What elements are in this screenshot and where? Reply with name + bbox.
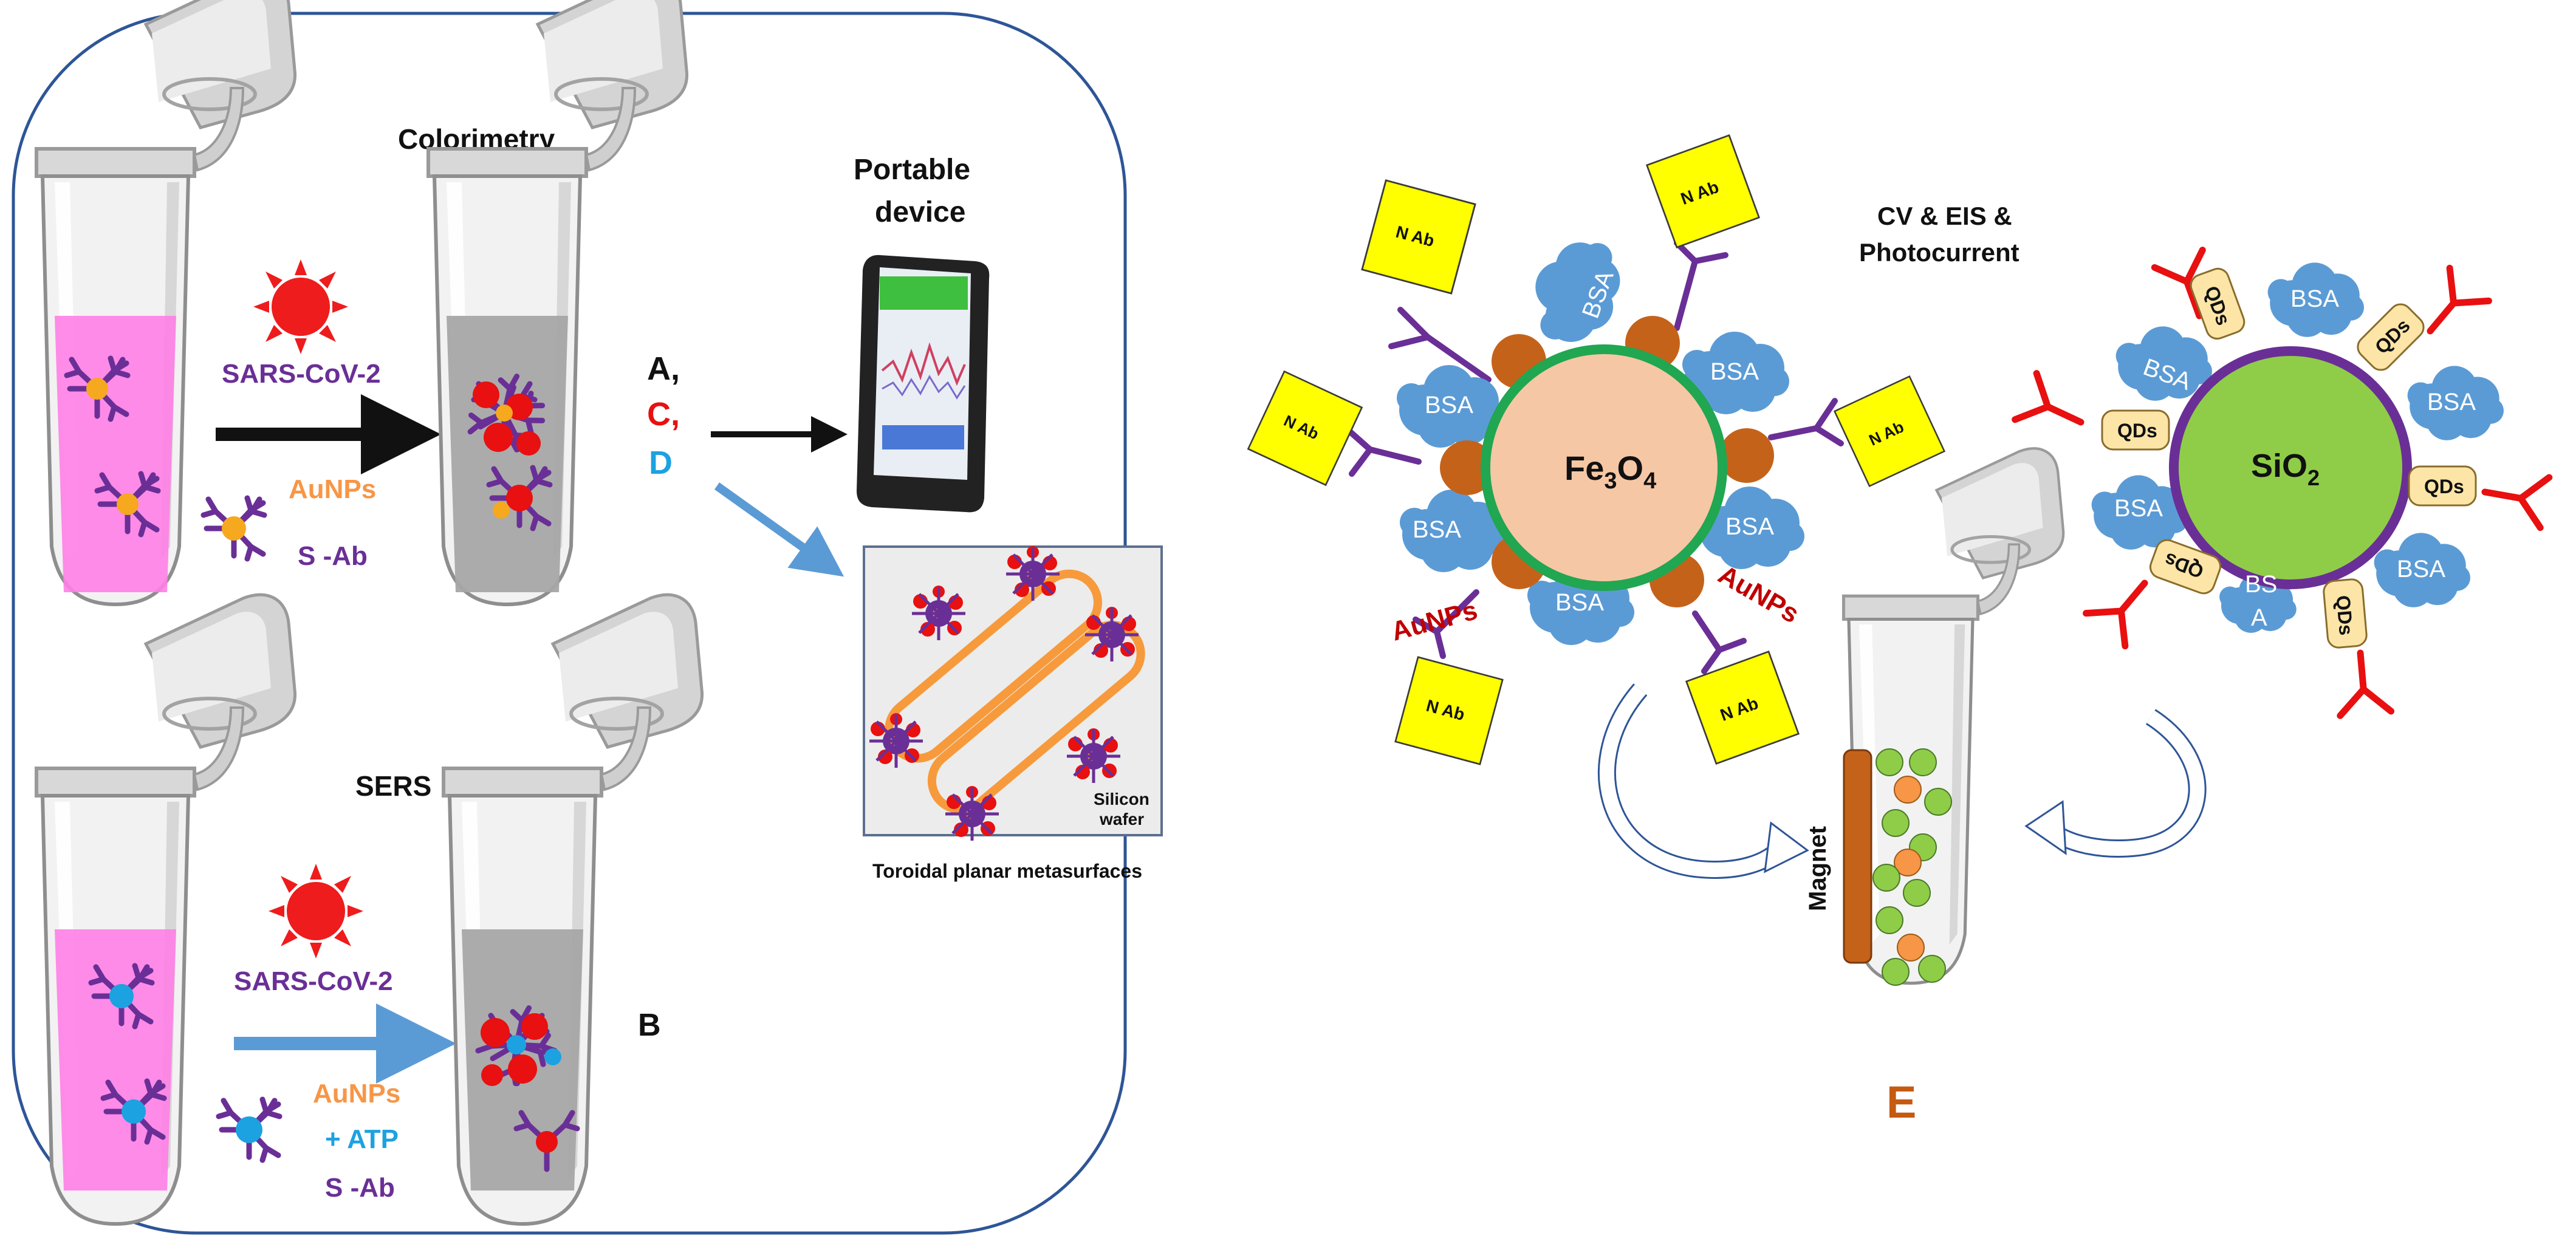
fe3o4-label: Fe3O4 xyxy=(1564,449,1656,494)
sers-virus-label: SARS-CoV-2 xyxy=(234,966,393,996)
bsa-label: BSA xyxy=(1425,392,1473,419)
bsa-label: BSA xyxy=(1413,516,1461,543)
aunps-label-right: AuNPs xyxy=(1713,559,1804,629)
tube-colorimetry-after xyxy=(428,0,687,604)
tube-sers-after xyxy=(444,595,702,1224)
cv-eis-label-1: CV & EIS & xyxy=(1877,202,2012,230)
sio2-label: SiO2 xyxy=(2251,448,2320,490)
red-antibody-icon xyxy=(2335,651,2391,716)
colorimetry-aunps-label: AuNPs xyxy=(289,474,376,504)
tube-colorimetry-before xyxy=(36,0,295,604)
sars-cov-2-virus-icon-sers xyxy=(269,864,363,958)
sers-aunps-label: AuNPs xyxy=(313,1079,400,1109)
smartphone-icon xyxy=(857,255,990,513)
letter-d: D xyxy=(649,445,673,481)
qds-tag: QDs xyxy=(2408,465,2477,507)
n-antibody-tag: N Ab xyxy=(1685,651,1800,765)
red-antibody-icon xyxy=(2015,374,2092,445)
svg-text:QDs: QDs xyxy=(2332,595,2357,637)
bsa-label-split-1: BS xyxy=(2245,571,2277,598)
magnetic-beads xyxy=(1872,748,1952,986)
sers-atp-label: + ATP xyxy=(325,1124,399,1154)
antibody-aunp-icon xyxy=(204,498,264,559)
qds-tag: QDs xyxy=(2101,409,2170,451)
sers-section: SERS SARS-CoV-2 AuNPs + ATP S -Ab B xyxy=(36,595,702,1224)
qds-tag: QDs xyxy=(2190,267,2245,340)
bsa-label: BSA xyxy=(2290,285,2339,312)
letter-b: B xyxy=(638,1008,661,1043)
bsa-label: BSA xyxy=(2427,389,2476,415)
sers-sab-label: S -Ab xyxy=(325,1173,395,1203)
bsa-label: BSA xyxy=(1555,589,1604,616)
qds-tag: QDs xyxy=(2149,539,2222,595)
letter-c: C, xyxy=(647,396,680,432)
silicon-wafer-label-1: Silicon xyxy=(1094,790,1149,808)
colorimetry-sab-label: S -Ab xyxy=(298,541,368,571)
sio2-nanocomposite: SiO2 QDs QDs QDs QDs QDs QDs BSA BSA BSA… xyxy=(2015,250,2549,716)
letter-a: A, xyxy=(647,350,680,387)
circular-arrow-left-head xyxy=(1764,821,1809,873)
portable-device-label-2: device xyxy=(875,196,965,228)
svg-text:QDs: QDs xyxy=(2424,476,2464,497)
colorimetry-virus-label: SARS-CoV-2 xyxy=(222,359,381,389)
n-antibody-tag: N Ab xyxy=(1361,179,1476,295)
magnet-label: Magnet xyxy=(1804,826,1831,911)
antibody-aunp-atp-icon xyxy=(219,1099,279,1160)
bsa-cloud-icon xyxy=(1519,227,1634,356)
qds-tag: QDs xyxy=(2357,303,2425,371)
sars-cov-2-virus-icon xyxy=(253,259,348,354)
silicon-wafer-label-2: wafer xyxy=(1099,810,1144,828)
aunps-label-left: AuNPs xyxy=(1388,595,1481,647)
sers-title: SERS xyxy=(355,770,431,802)
red-antibody-icon xyxy=(2481,467,2549,528)
magnet-bar xyxy=(1843,749,1872,964)
metasurface-caption: Toroidal planar metasurfaces xyxy=(872,860,1142,882)
arrow-to-metasurface xyxy=(714,482,844,577)
bsa-label: BSA xyxy=(1725,513,1774,540)
n-antibody-tag: N Ab xyxy=(1646,134,1760,248)
n-antibody-tag: N Ab xyxy=(1834,375,1945,487)
cv-eis-label-2: Photocurrent xyxy=(1859,238,2019,267)
n-antibody-tag: N Ab xyxy=(1247,371,1363,486)
colorimetry-section: Colorimetry SARS-CoV-2 AuNPs S -Ab xyxy=(36,0,687,604)
svg-text:QDs: QDs xyxy=(2117,420,2157,442)
circular-arrow-right-head xyxy=(2024,800,2067,855)
bsa-label-split-2: A xyxy=(2251,604,2267,631)
bsa-label: BSA xyxy=(2114,495,2163,522)
n-antibody-tag: N Ab xyxy=(1394,656,1504,765)
bsa-label: BSA xyxy=(1710,358,1759,385)
letter-e: E xyxy=(1886,1077,1916,1127)
bsa-label: BSA xyxy=(2397,556,2445,583)
tube-sers-before xyxy=(36,595,295,1224)
red-antibody-icon xyxy=(2086,567,2165,646)
fe3o4-nanocomposite: Fe3O4 BSA BSA BSA BSA BSA BSA AuNPs AuNP… xyxy=(1247,134,1945,765)
qds-tag: QDs xyxy=(2323,578,2368,649)
portable-device-label-1: Portable xyxy=(854,154,970,186)
tube-magnet xyxy=(1844,448,2064,983)
red-antibody-icon xyxy=(2411,268,2489,347)
metasurface-panel: Silicon wafer xyxy=(863,546,1163,841)
